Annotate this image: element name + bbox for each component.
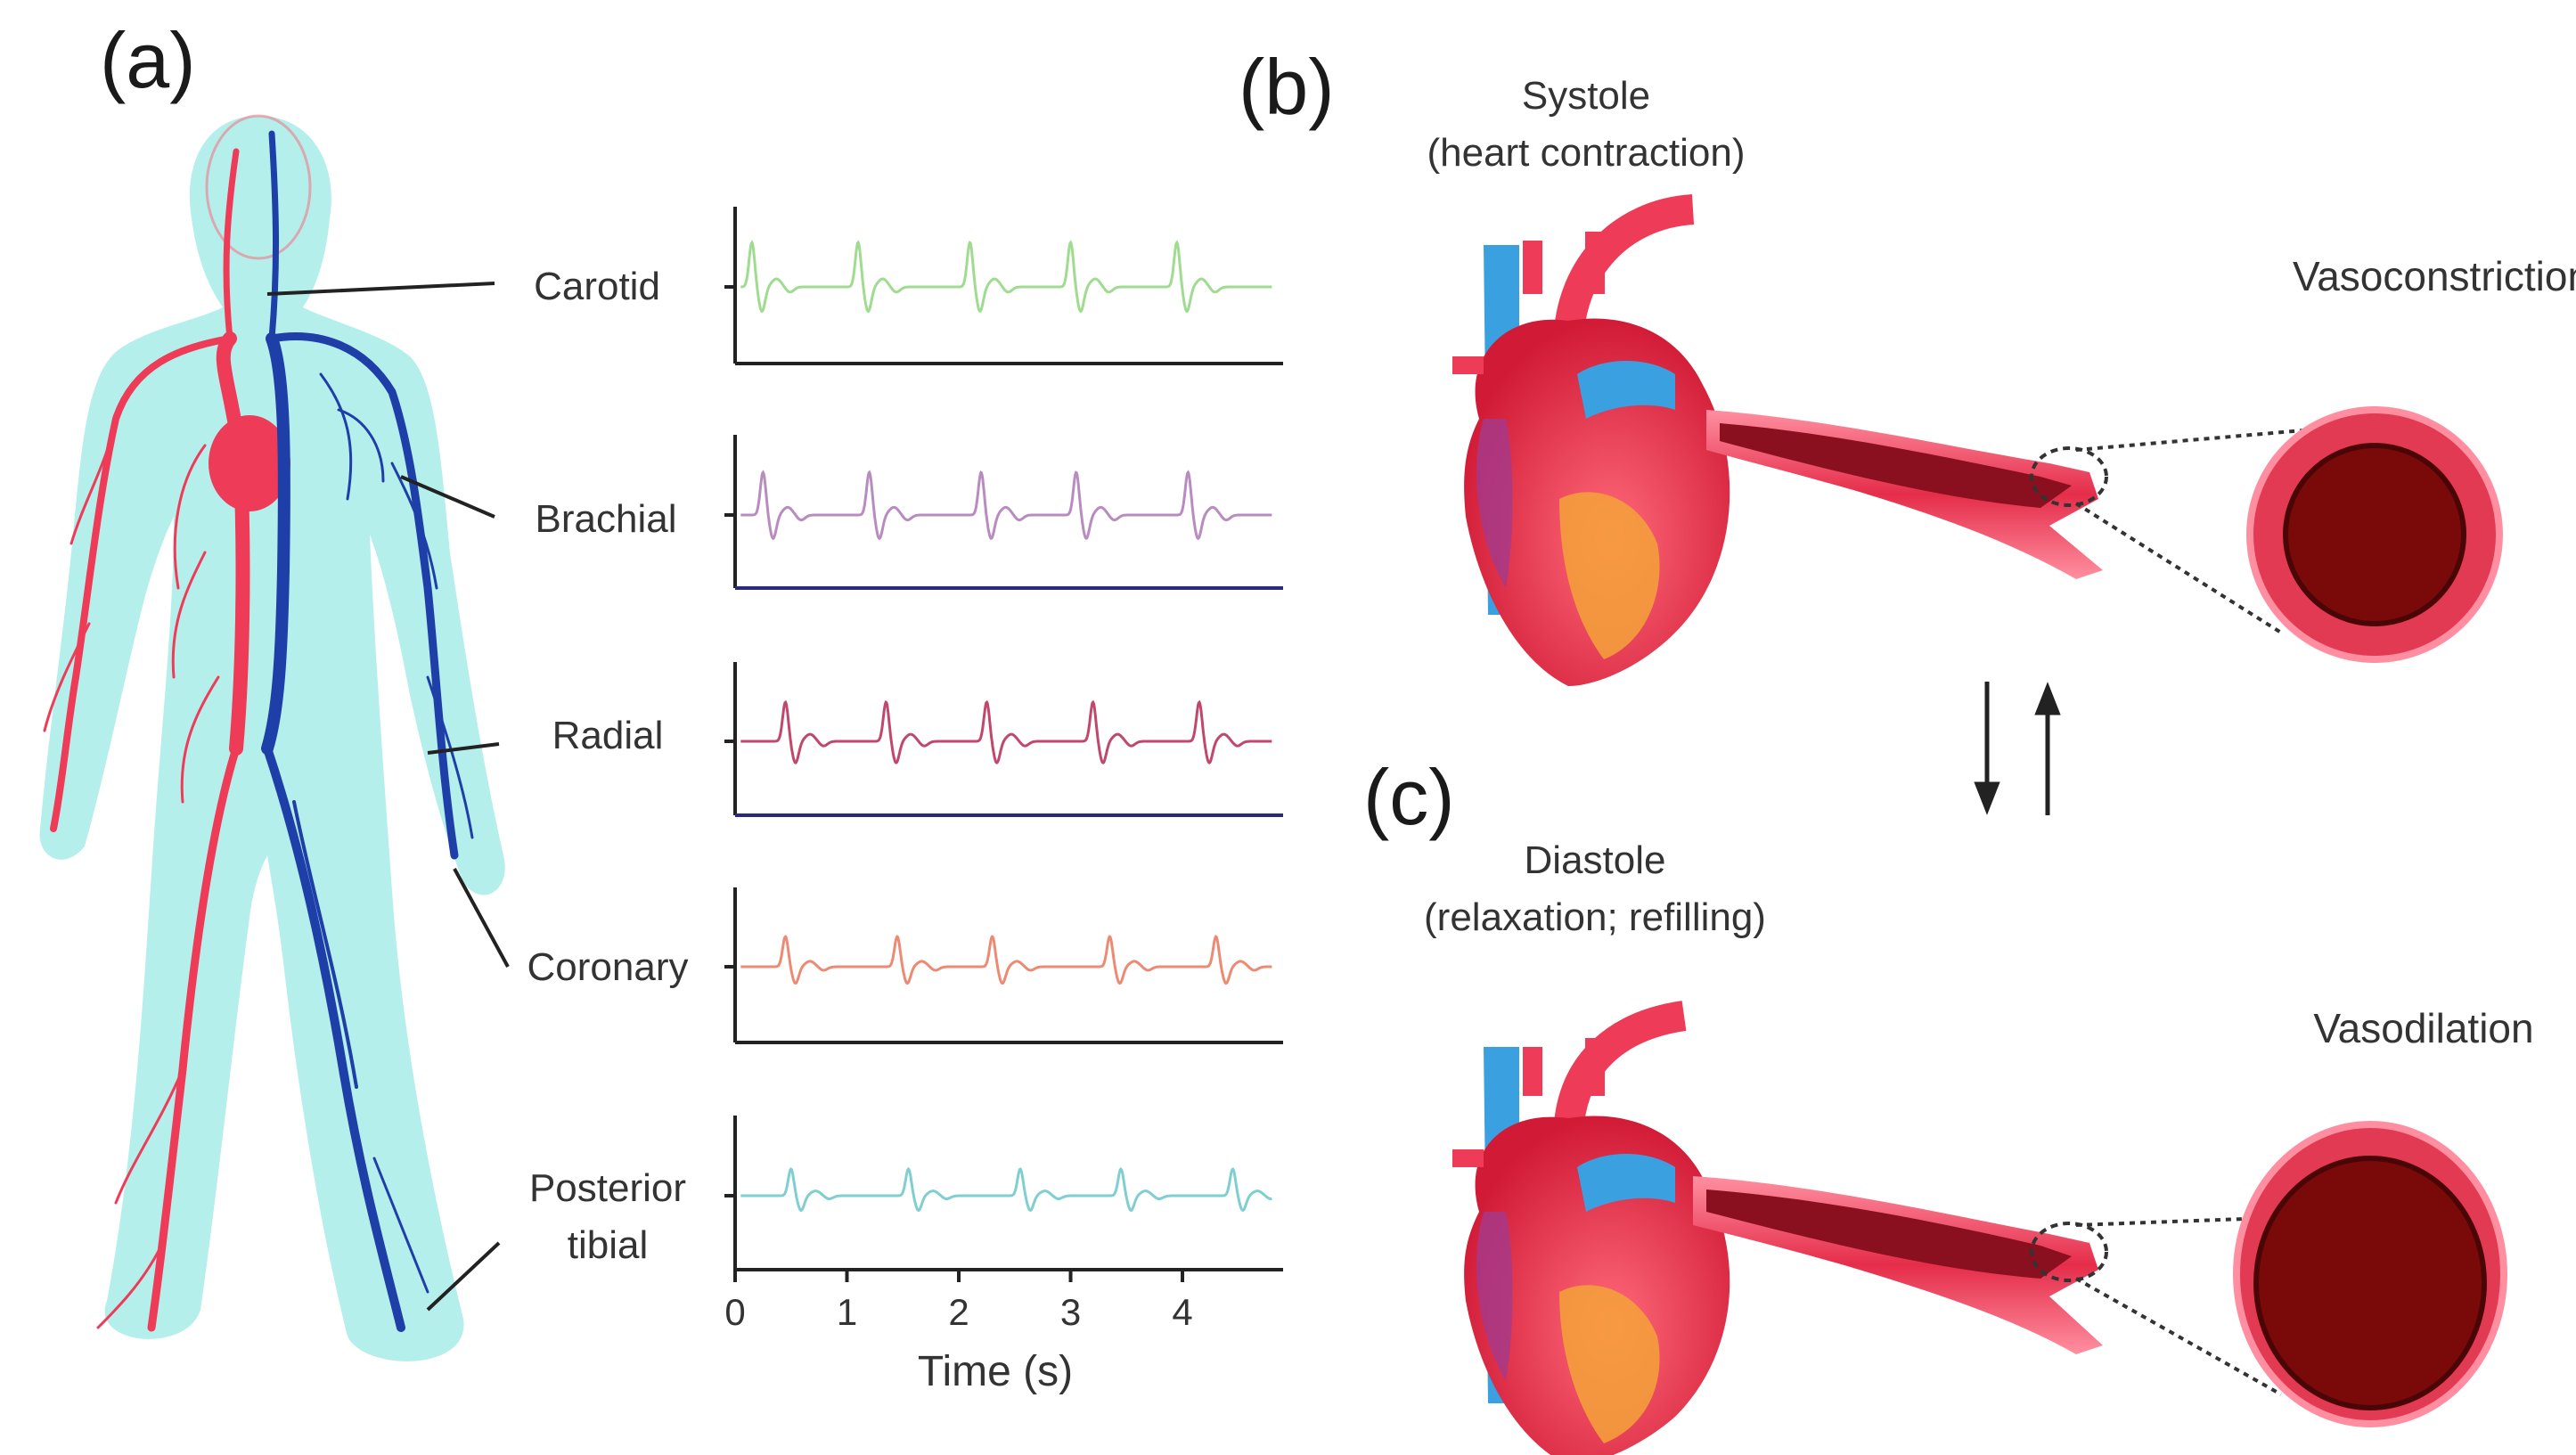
- reversible-arrows-icon: [1974, 682, 2061, 815]
- diastole-zoom-line-bottom: [2075, 1277, 2282, 1396]
- constricted-vessel-lumen: [2283, 443, 2466, 626]
- site-label-carotid: Carotid: [534, 265, 660, 308]
- vasodilation-label: Vasodilation: [2313, 1005, 2533, 1051]
- veins: [261, 130, 474, 1332]
- diastole-zoom-line-top: [2075, 1214, 2318, 1227]
- heart-chamber-c: [1559, 1285, 1660, 1443]
- site-label-radial: Radial: [552, 714, 664, 757]
- leader-lines: [266, 282, 510, 1312]
- heart-chamber: [1559, 492, 1660, 659]
- diastole-title: Diastole: [1525, 838, 1666, 882]
- diastole-heart-illustration: [1452, 1001, 1730, 1455]
- time-tick-label: 4: [1172, 1291, 1192, 1333]
- pulse-waveform-line: [740, 240, 1272, 314]
- site-label-coronary: Coronary: [527, 945, 689, 989]
- site-label-brachial: Brachial: [536, 497, 677, 541]
- pulse-waveform-line: [740, 470, 1272, 541]
- site-label-posterior: Posterior: [529, 1166, 686, 1210]
- panel-label-a: (a): [100, 16, 196, 104]
- time-tick-label: 3: [1060, 1291, 1081, 1333]
- pulse-waveform-line: [740, 699, 1272, 764]
- diastole-subtitle: (relaxation; refilling): [1424, 895, 1766, 939]
- time-tick-label: 1: [837, 1291, 857, 1333]
- site-label-tibial: tibial: [568, 1223, 649, 1267]
- pulmonary-vessel: [1577, 361, 1675, 419]
- systole-zoom-circle: [2030, 446, 2108, 507]
- panel-label-c: (c): [1363, 753, 1455, 841]
- heart-shading: [1476, 419, 1513, 588]
- systole-subtitle: (heart contraction): [1427, 131, 1745, 175]
- diastole-artery-lumen: [1706, 1189, 2072, 1279]
- systole-zoom-line-bottom: [2074, 502, 2283, 634]
- pulmonary-vessel-c: [1577, 1154, 1675, 1212]
- pulse-waveform-line: [740, 935, 1272, 985]
- circulatory-body-figure: [39, 114, 505, 1361]
- systole-heart-illustration: [1452, 194, 1730, 686]
- time-axis-title: Time (s): [918, 1348, 1073, 1395]
- left-vessel-stub-c: [1452, 1149, 1484, 1167]
- systole-artery-lumen: [1720, 423, 2072, 508]
- time-tick-label: 0: [724, 1291, 745, 1333]
- heart-shading-c: [1476, 1212, 1513, 1381]
- pulse-waveforms: [724, 207, 1283, 1271]
- pulse-waveform-line: [740, 1166, 1272, 1213]
- systole-zoom-line-top: [2075, 426, 2335, 452]
- time-tick-label: 2: [948, 1291, 969, 1333]
- vasoconstriction-label: Vasoconstriction: [2293, 253, 2576, 299]
- systole-title: Systole: [1522, 74, 1650, 118]
- heart-body-c: [1464, 1116, 1730, 1455]
- body-heart: [209, 415, 290, 511]
- diastole-zoom-circle: [2030, 1222, 2108, 1282]
- time-axis-ticks: 0 1 2 3 4: [724, 1270, 1193, 1333]
- panel-label-b: (b): [1239, 43, 1335, 131]
- dilated-vessel-lumen: [2253, 1156, 2487, 1410]
- left-vessel-stub: [1452, 356, 1484, 374]
- head-outline: [205, 114, 312, 260]
